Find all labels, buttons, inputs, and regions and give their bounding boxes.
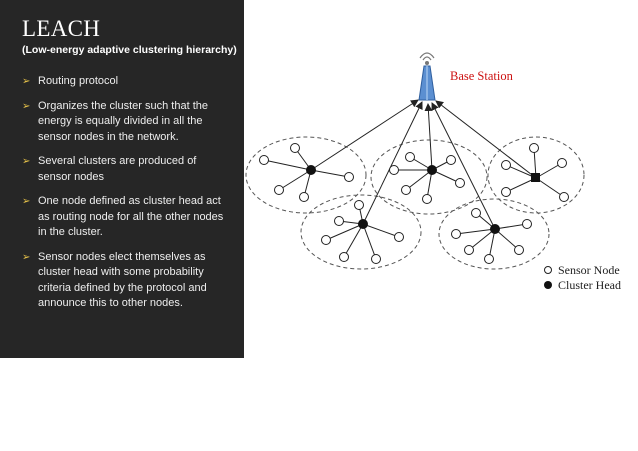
sensor-node — [290, 143, 300, 153]
route-arrow — [310, 99, 419, 171]
bullet-text: Organizes the cluster such that the ener… — [38, 99, 208, 143]
slide-title: LEACH — [22, 16, 101, 41]
arrow-bullet-icon: ➢ — [22, 156, 31, 167]
bullet-text: Several clusters are produced of sensor … — [38, 155, 197, 183]
sensor-node — [401, 185, 411, 195]
cluster-head — [306, 165, 316, 175]
sensor-node — [501, 160, 511, 170]
bullet-text: One node defined as cluster head act as … — [38, 195, 224, 238]
legend-cluster-head-icon — [544, 281, 552, 289]
bullet-text: Routing protocol — [38, 75, 119, 87]
base-station-tower-icon — [418, 52, 436, 101]
arrow-bullet-icon: ➢ — [22, 100, 31, 112]
legend: Sensor Node Cluster Head — [544, 263, 621, 292]
sensor-node — [274, 185, 284, 195]
sensor-node — [484, 254, 494, 264]
bullet-item: ➢ Organizes the cluster such that the ene… — [22, 99, 232, 146]
base-station-label: Base Station — [450, 69, 514, 83]
arrow-bullet-icon: ➢ — [22, 251, 31, 263]
sensor-node — [446, 155, 456, 165]
route-arrow — [424, 103, 433, 171]
legend-cluster-head-label: Cluster Head — [558, 278, 621, 292]
cluster-boundary — [245, 136, 367, 214]
sensor-node — [394, 232, 404, 242]
sensor-node — [321, 235, 331, 245]
bullet-item: ➢ Routing protocol — [22, 74, 232, 90]
arrow-bullet-icon: ➢ — [22, 196, 31, 207]
sensor-node — [514, 245, 524, 255]
sensor-node — [522, 219, 532, 229]
sensor-node — [422, 194, 432, 204]
sensor-node — [334, 216, 344, 226]
bullet-item: ➢ Several clusters are produced of sensor… — [22, 154, 232, 185]
bullet-item: ➢ Sensor nodes elect themselves as cluste… — [22, 250, 232, 312]
sensor-node — [455, 178, 465, 188]
sensor-node — [299, 192, 309, 202]
sensor-node — [471, 208, 481, 218]
bullet-item: ➢ One node defined as cluster head act as… — [22, 194, 232, 241]
arrow-bullet-icon: ➢ — [22, 76, 31, 87]
bullet-list: ➢ Routing protocol ➢ Organizes the cluster… — [22, 74, 232, 321]
text-panel: LEACH (Low-energy adaptive clustering hi… — [0, 0, 244, 358]
sensor-node — [354, 200, 364, 210]
slide-subtitle: (Low-energy adaptive clustering hierarch… — [22, 44, 237, 56]
cluster-boundary — [487, 136, 585, 214]
sensor-node — [529, 143, 539, 153]
leach-network-diagram: Base Station — [245, 52, 621, 292]
sensor-node — [559, 192, 569, 202]
sensor-node — [501, 187, 511, 197]
cluster-head — [427, 165, 437, 175]
route-arrow — [362, 101, 423, 225]
sensor-node — [339, 252, 349, 262]
cluster-boundary — [370, 139, 488, 215]
cluster-head — [490, 224, 500, 234]
sensor-node — [371, 254, 381, 264]
bullet-text: Sensor nodes elect themselves as cluster… — [38, 250, 207, 310]
cluster-boundary — [300, 194, 422, 270]
route-arrow — [431, 102, 496, 230]
sensor-node — [451, 229, 461, 239]
cluster-head — [531, 173, 540, 182]
route-arrow — [435, 100, 537, 179]
sensor-node — [344, 172, 354, 182]
cluster-boundary — [438, 198, 550, 270]
cluster-head — [358, 219, 368, 229]
sensor-node — [557, 158, 567, 168]
sensor-node — [389, 165, 399, 175]
sensor-node — [259, 155, 269, 165]
legend-sensor-node-label: Sensor Node — [558, 263, 620, 277]
sensor-node — [405, 152, 415, 162]
legend-sensor-node-icon — [544, 266, 552, 274]
sensor-node — [464, 245, 474, 255]
